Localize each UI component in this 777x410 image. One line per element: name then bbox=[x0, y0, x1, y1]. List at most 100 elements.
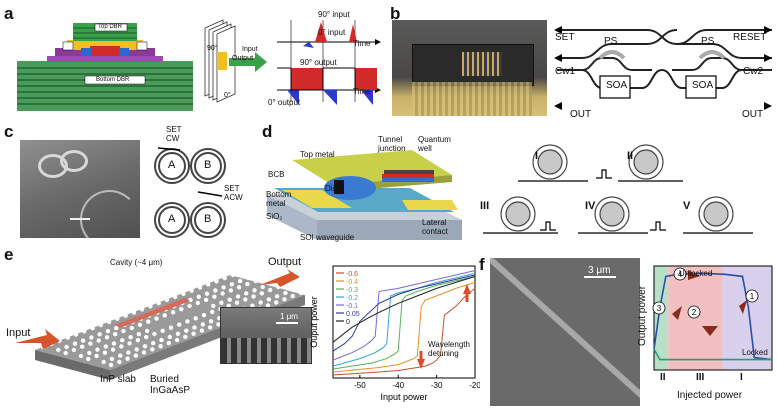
legend-entry--0.6: -0.6 bbox=[346, 271, 358, 278]
ring-b-label-top: B bbox=[204, 159, 212, 171]
down-arrow-annotation bbox=[417, 359, 425, 369]
lattice-hole bbox=[104, 335, 110, 340]
lattice-hole bbox=[214, 279, 219, 284]
series-line-locked bbox=[653, 348, 772, 361]
lattice-hole bbox=[162, 313, 167, 318]
lattice-hole bbox=[251, 294, 256, 299]
lattice-hole bbox=[234, 300, 240, 305]
ring-a-label-bottom: A bbox=[168, 213, 176, 225]
lattice-hole bbox=[226, 303, 231, 308]
lattice-hole bbox=[96, 338, 101, 343]
lattice-hole bbox=[144, 334, 149, 340]
lattice-hole bbox=[187, 303, 192, 309]
top-dbr-label: Top DBR bbox=[98, 24, 123, 30]
region-i-label: I bbox=[740, 372, 743, 383]
legend-entry-0.05: 0.05 bbox=[346, 311, 360, 318]
output-90-label: 90° output bbox=[300, 58, 337, 67]
lattice-hole bbox=[219, 300, 224, 305]
ps-label-right: PS bbox=[701, 36, 715, 47]
lattice-hole bbox=[185, 319, 190, 324]
lattice-hole bbox=[258, 300, 263, 305]
lattice-hole bbox=[135, 338, 141, 343]
lattice-hole bbox=[80, 338, 86, 343]
lattice-hole bbox=[221, 285, 226, 290]
lattice-hole bbox=[117, 359, 122, 365]
photonic-crystal-slab bbox=[15, 269, 305, 380]
step-marker-label: 1 bbox=[750, 292, 755, 301]
lattice-hole bbox=[150, 347, 155, 352]
locked-label: Locked bbox=[742, 348, 768, 357]
step-marker-4 bbox=[673, 267, 687, 281]
lattice-hole bbox=[146, 319, 151, 324]
lattice-hole bbox=[259, 291, 264, 296]
set-cw-label: SET CW bbox=[166, 125, 182, 143]
out-label-right: OUT bbox=[742, 109, 764, 120]
lattice-hole bbox=[156, 301, 161, 306]
lattice-hole bbox=[229, 282, 234, 287]
state-iii-label: III bbox=[480, 200, 490, 212]
lattice-hole bbox=[89, 335, 94, 340]
lattice-hole bbox=[230, 272, 236, 278]
panel-label-a: a bbox=[4, 4, 14, 23]
step-marker-2 bbox=[687, 305, 701, 319]
step-marker-label: 4 bbox=[678, 270, 683, 279]
region-ii-label: II bbox=[660, 372, 666, 383]
lattice-hole bbox=[126, 350, 131, 355]
bottom-metal-label: Bottom metal bbox=[266, 190, 292, 208]
series-line-0.05 bbox=[332, 274, 476, 352]
series-line--0.2 bbox=[332, 273, 476, 367]
microring-sem-photo bbox=[20, 140, 140, 238]
chip-photo bbox=[392, 20, 547, 116]
lattice-hole bbox=[227, 297, 232, 302]
state-ii-label: II bbox=[627, 150, 634, 162]
lattice-hole bbox=[80, 344, 85, 349]
set-label: SET bbox=[555, 32, 575, 43]
reset-label: RESET bbox=[733, 32, 767, 43]
lattice-hole bbox=[181, 291, 186, 296]
lattice-hole bbox=[102, 350, 108, 355]
arrow-step-3 bbox=[672, 306, 682, 320]
lattice-hole bbox=[159, 337, 164, 343]
lattice-hole bbox=[142, 344, 148, 349]
lattice-hole bbox=[212, 294, 217, 299]
polarization-timing-diagram bbox=[277, 20, 381, 105]
lattice-hole bbox=[97, 332, 102, 337]
bcb-label: BCB bbox=[268, 170, 285, 179]
lattice-hole bbox=[167, 334, 172, 340]
lattice-hole bbox=[148, 304, 153, 309]
lattice-hole bbox=[195, 300, 200, 306]
injected-power-label: Injected power bbox=[677, 390, 743, 401]
lattice-hole bbox=[90, 326, 95, 331]
lattice-hole bbox=[71, 347, 77, 353]
panel-label-b: b bbox=[390, 4, 401, 23]
lattice-hole bbox=[197, 285, 203, 290]
lattice-hole bbox=[106, 319, 112, 325]
arrow-step-2 bbox=[702, 326, 718, 336]
chart-f-frame bbox=[653, 265, 773, 371]
lattice-hole bbox=[103, 344, 109, 349]
lattice-hole bbox=[168, 325, 174, 330]
lattice-hole bbox=[131, 310, 137, 315]
lattice-hole bbox=[129, 325, 134, 331]
unlocked-label: Unlocked bbox=[679, 269, 713, 278]
angle-90-label: 90° bbox=[207, 45, 218, 52]
lattice-hole bbox=[63, 350, 68, 356]
soa-label-left: SOA bbox=[606, 80, 628, 91]
sem-inset-photo bbox=[220, 307, 312, 364]
region-i-band bbox=[722, 266, 772, 370]
lattice-hole bbox=[144, 328, 150, 334]
lattice-hole bbox=[265, 303, 271, 308]
lattice-hole bbox=[120, 338, 125, 343]
ps-label-left: PS bbox=[604, 36, 618, 47]
lattice-hole bbox=[211, 303, 216, 309]
lattice-hole bbox=[282, 297, 287, 302]
lattice-hole bbox=[201, 313, 207, 318]
lattice-hole bbox=[111, 341, 117, 346]
lattice-hole bbox=[123, 313, 128, 318]
lattice-hole bbox=[246, 275, 251, 281]
lattice-hole bbox=[250, 303, 255, 308]
up-arrow-shaft bbox=[465, 294, 469, 302]
lattice-hole bbox=[137, 322, 143, 327]
lattice-hole bbox=[253, 278, 258, 284]
bistability-chart: -0.6-0.4-0.3-0.2-0.10.050-50-40-30-20Inp… bbox=[309, 265, 480, 402]
